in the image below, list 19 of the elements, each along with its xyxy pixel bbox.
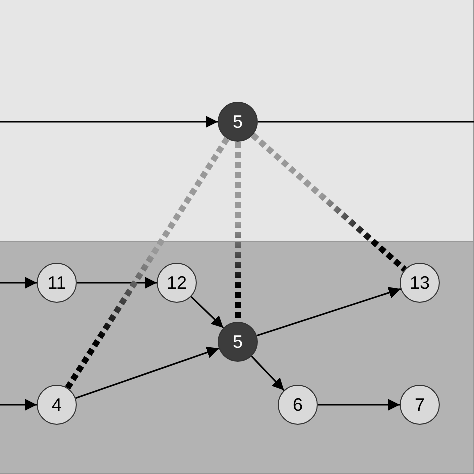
arrow	[76, 346, 220, 400]
dashed-line	[65, 137, 230, 390]
arrow	[0, 116, 218, 128]
node-number: 4	[52, 396, 62, 414]
arrow	[0, 399, 37, 411]
node-number: 12	[166, 274, 188, 292]
arrow	[251, 356, 285, 392]
node-number: 6	[292, 396, 303, 414]
arrow	[256, 287, 402, 337]
arrow	[318, 399, 400, 411]
dashed-line	[251, 133, 407, 272]
arrow	[0, 277, 37, 289]
node-number: 5	[232, 113, 243, 131]
arrow	[77, 277, 157, 289]
node-number: 5	[232, 333, 243, 351]
node-number: 11	[48, 274, 66, 292]
node-number: 13	[410, 274, 430, 292]
arrow	[190, 296, 224, 329]
node-number: 7	[414, 396, 425, 414]
